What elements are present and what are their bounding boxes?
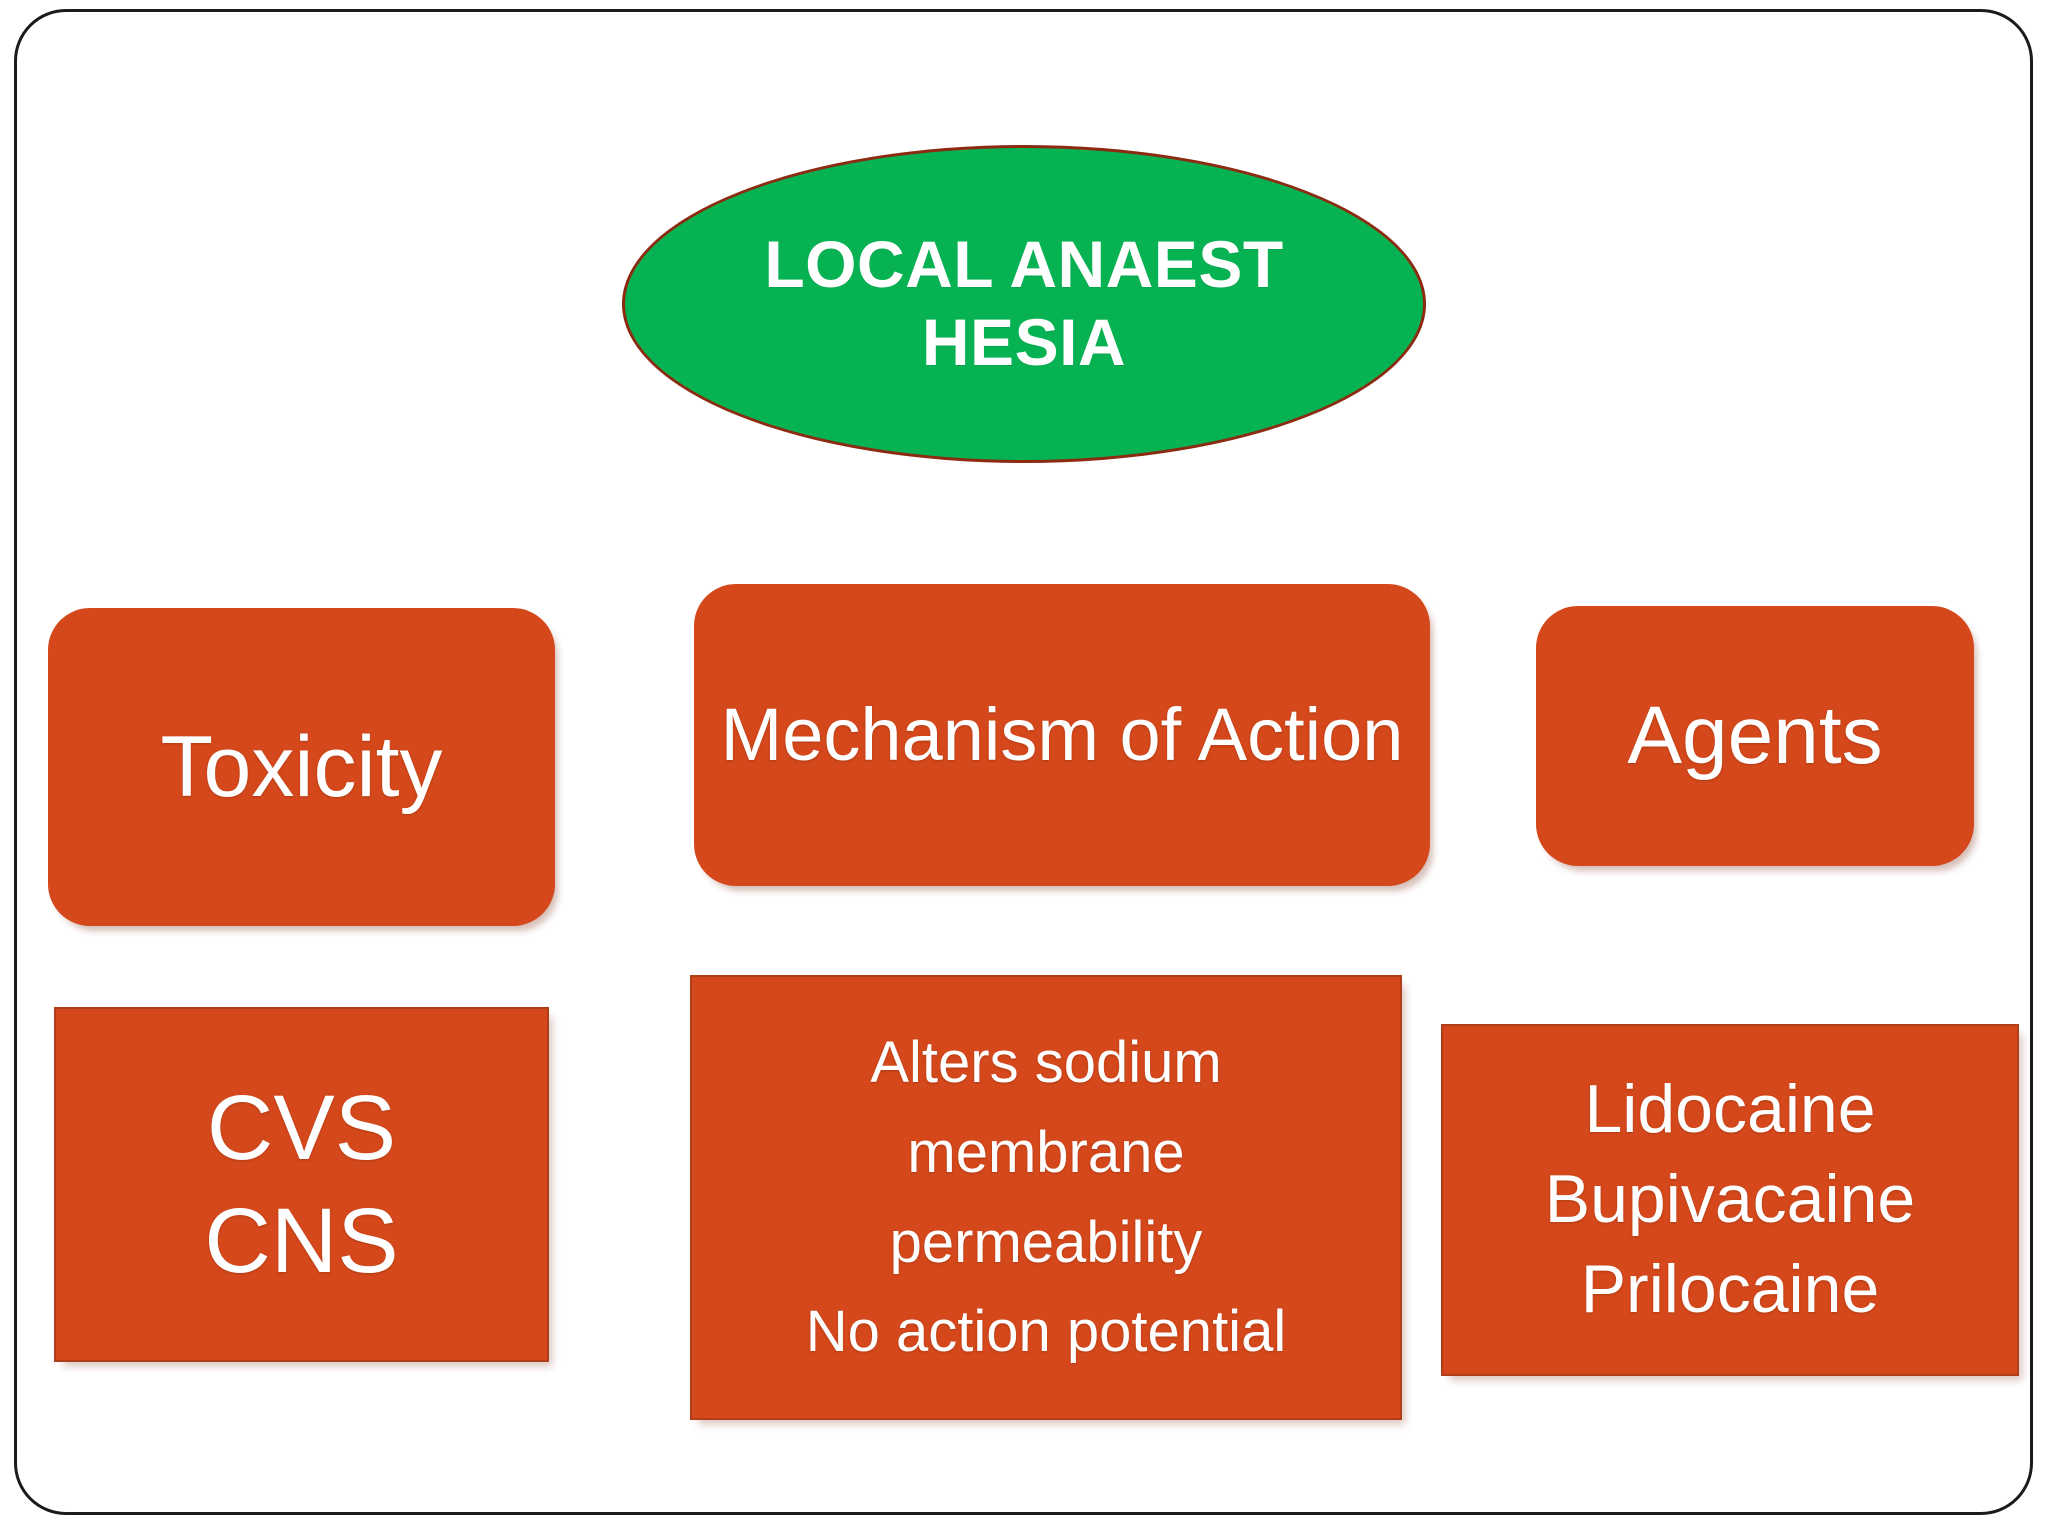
node-agents-detail-label: Lidocaine Bupivacaine Prilocaine (1544, 1071, 1916, 1327)
node-mechanism-detail[interactable]: Alters sodium membrane permeability No a… (690, 975, 1402, 1420)
node-local-anaesthesia-label: LOCAL ANAESTHESIA (764, 227, 1284, 379)
node-mechanism-of-action-label: Mechanism of Action (720, 692, 1404, 776)
node-agents[interactable]: Agents (1536, 606, 1974, 866)
node-mechanism-of-action[interactable]: Mechanism of Action (694, 584, 1430, 886)
node-agents-detail[interactable]: Lidocaine Bupivacaine Prilocaine (1441, 1024, 2019, 1376)
node-mechanism-detail-label: Alters sodium membrane permeability No a… (805, 1029, 1287, 1365)
node-toxicity-detail[interactable]: CVS CNS (54, 1007, 549, 1362)
node-toxicity[interactable]: Toxicity (48, 608, 555, 926)
node-toxicity-detail-label: CVS CNS (204, 1077, 399, 1292)
node-local-anaesthesia[interactable]: LOCAL ANAESTHESIA (622, 145, 1426, 463)
node-toxicity-label: Toxicity (160, 718, 443, 815)
node-agents-label: Agents (1627, 689, 1883, 781)
